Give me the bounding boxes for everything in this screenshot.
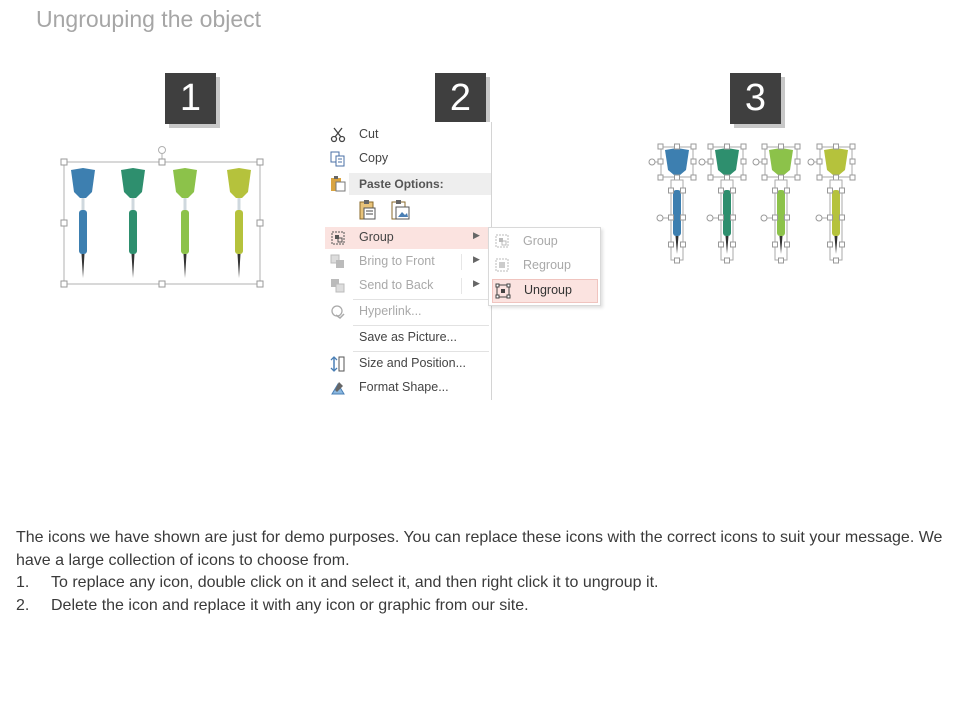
menu-separator: [353, 325, 489, 326]
paste-icon: [331, 176, 346, 192]
paste-keep-format-icon[interactable]: [358, 199, 378, 221]
menu-item-copy[interactable]: Copy: [325, 148, 491, 170]
menu-split-divider: [461, 254, 462, 270]
menu-item-send-to-back[interactable]: Send to Back ▶: [325, 275, 491, 297]
submenu-arrow-icon: ▶: [473, 254, 480, 264]
slide-title: Ungrouping the object: [36, 6, 262, 32]
list-item: 2. Delete the icon and replace it with a…: [16, 595, 946, 618]
ungrouped-darts-selection[interactable]: [645, 138, 873, 266]
dart-icon: [807, 143, 856, 264]
menu-item-label: Bring to Front: [359, 254, 435, 268]
group-icon: [495, 234, 509, 248]
menu-item-hyperlink[interactable]: Hyperlink...: [325, 301, 491, 323]
dart-icon: [648, 143, 697, 264]
dart-icon: [71, 168, 95, 278]
menu-item-paste-options: [325, 173, 491, 195]
dart-icon: [752, 143, 801, 264]
submenu-item-group[interactable]: Group: [489, 230, 600, 252]
format-shape-icon: [331, 382, 345, 395]
list-number: 2.: [16, 596, 30, 614]
menu-item-format-shape[interactable]: Format Shape...: [325, 377, 491, 399]
submenu-item-label: Ungroup: [524, 283, 572, 297]
send-back-icon: [331, 279, 345, 293]
ungroup-icon: [495, 283, 511, 299]
menu-item-label: Cut: [359, 127, 379, 141]
paste-picture-icon[interactable]: [390, 199, 412, 221]
step-badge-2: 2: [435, 73, 486, 124]
list-text: To replace any icon, double click on it …: [51, 574, 659, 591]
menu-item-label: Save as Picture...: [359, 330, 457, 344]
dart-icon: [121, 168, 145, 278]
menu-item-label: Copy: [359, 151, 389, 165]
hyperlink-icon: [331, 305, 345, 319]
instructions-text: The icons we have shown are just for dem…: [16, 527, 946, 617]
menu-separator: [353, 351, 489, 352]
list-item: 1. To replace any icon, double click on …: [16, 572, 946, 595]
menu-item-cut[interactable]: Cut: [325, 124, 491, 146]
list-number: 1.: [16, 574, 30, 591]
paste-options-header: Paste Options:: [349, 173, 491, 195]
menu-item-bring-to-front[interactable]: Bring to Front ▶: [325, 251, 491, 273]
group-submenu: Group Regroup Ungroup: [488, 227, 601, 306]
menu-separator: [353, 299, 489, 300]
list-text: Delete the icon and replace it with any …: [51, 596, 529, 614]
menu-item-group[interactable]: Group ▶: [325, 227, 491, 249]
regroup-icon: [495, 258, 509, 272]
menu-item-size-and-position[interactable]: Size and Position...: [325, 353, 491, 375]
step-badge-3: 3: [730, 73, 781, 124]
copy-icon: [330, 151, 345, 167]
scissors-icon: [330, 127, 346, 143]
submenu-arrow-icon: ▶: [473, 230, 480, 240]
menu-split-divider: [461, 278, 462, 294]
size-position-icon: [330, 356, 345, 372]
menu-item-label: Group: [359, 230, 394, 244]
submenu-item-regroup[interactable]: Regroup: [489, 254, 600, 276]
bring-front-icon: [330, 254, 344, 268]
menu-item-label: Size and Position...: [359, 356, 467, 370]
step-badge-1: 1: [165, 73, 216, 124]
menu-item-label: Format Shape...: [359, 380, 449, 394]
menu-item-save-as-picture[interactable]: Save as Picture...: [325, 327, 491, 349]
intro-paragraph: The icons we have shown are just for dem…: [16, 529, 943, 569]
grouped-darts-selection[interactable]: [58, 143, 268, 291]
submenu-arrow-icon: ▶: [473, 278, 480, 288]
dart-icon: [698, 143, 747, 264]
menu-item-label: Send to Back: [359, 278, 434, 292]
submenu-item-label: Regroup: [523, 258, 571, 272]
paste-options-label: Paste Options:: [359, 177, 444, 191]
submenu-item-label: Group: [523, 234, 558, 248]
group-icon: [331, 231, 345, 245]
dart-icon: [173, 168, 197, 278]
context-menu: Cut Copy Paste Options: Group ▶ Bring to…: [325, 122, 492, 400]
menu-item-label: Hyperlink...: [359, 304, 422, 318]
submenu-item-ungroup[interactable]: Ungroup: [492, 279, 598, 303]
dart-icon: [227, 168, 251, 278]
